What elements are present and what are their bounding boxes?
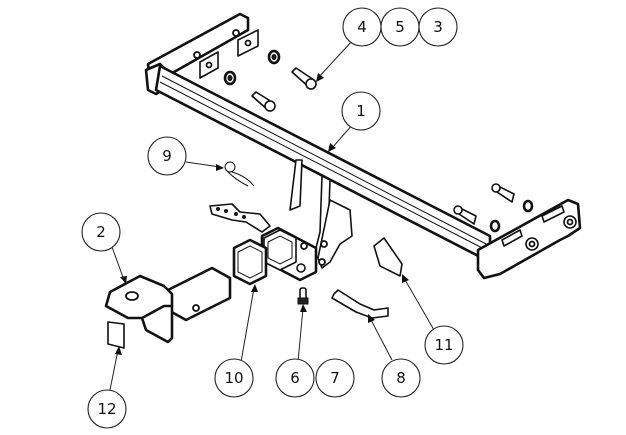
pin-body	[331, 289, 389, 319]
drop-block	[140, 304, 174, 344]
balloon-label: 5	[395, 18, 405, 36]
balloon-1: 1	[341, 91, 381, 131]
label-small	[107, 321, 125, 349]
leader-8	[369, 317, 393, 361]
hitch-pin	[331, 289, 389, 319]
balloon-6: 6	[275, 358, 315, 398]
washer-hole	[271, 54, 277, 60]
balloons: 4 5 3 1 9 2 10 6	[81, 7, 464, 429]
shank	[166, 266, 232, 322]
tube-edge	[161, 75, 491, 247]
arrowhead	[216, 164, 224, 171]
bolt-head	[264, 100, 276, 112]
strap-hole	[242, 215, 246, 219]
washer	[522, 199, 534, 213]
leader-9	[185, 161, 221, 168]
leader-10	[240, 287, 255, 363]
shank-hole	[192, 304, 200, 312]
label-plate	[373, 237, 403, 277]
arrowhead	[316, 73, 324, 82]
arrowhead	[115, 346, 122, 355]
bracket-hole	[193, 51, 201, 59]
leader-lines	[109, 40, 435, 391]
balloon-8: 8	[381, 358, 421, 398]
balloon-label: 11	[434, 336, 453, 354]
nut-hole	[566, 218, 574, 226]
balloon-4: 4	[342, 7, 382, 47]
cover-inner	[237, 245, 263, 279]
r-clip-leg	[227, 171, 249, 187]
balloon-10: 10	[214, 358, 254, 398]
receiver-cover	[232, 238, 268, 286]
bolt-head	[453, 205, 463, 215]
nut-hole	[528, 240, 536, 248]
arrowhead	[300, 304, 307, 312]
balloon-label: 6	[290, 369, 300, 387]
balloon-label: 7	[330, 369, 340, 387]
right-fasteners	[453, 183, 534, 233]
balloon-label: 9	[162, 147, 172, 165]
balloon-label: 8	[396, 369, 406, 387]
r-clip	[224, 161, 255, 187]
side-plate-hole	[320, 240, 328, 248]
balloon-label: 12	[97, 400, 116, 418]
right-tab	[501, 229, 523, 247]
balloon-7: 7	[315, 358, 355, 398]
leader-2	[111, 246, 125, 281]
top-fasteners	[223, 49, 317, 112]
r-clip-leg	[231, 171, 255, 187]
receiver-inner	[267, 235, 293, 265]
leader-4	[317, 40, 353, 79]
leader-6	[297, 307, 304, 363]
arrowhead	[120, 276, 127, 284]
washer	[489, 219, 501, 233]
arrowhead	[328, 143, 336, 152]
arrowhead	[251, 284, 258, 292]
balloon-5: 5	[380, 7, 420, 47]
balloon-11: 11	[424, 325, 464, 365]
r-clip-loop	[224, 161, 236, 173]
washer-hole	[227, 75, 233, 81]
ball-mount	[104, 266, 232, 344]
leader-12	[109, 349, 119, 391]
balloon-label: 10	[224, 369, 243, 387]
bolt-head	[297, 297, 309, 305]
bracket-hole	[232, 29, 240, 37]
arrowhead	[368, 314, 375, 323]
balloon-12: 12	[87, 389, 127, 429]
tab-hole	[244, 39, 252, 47]
balloon-label: 4	[357, 18, 367, 36]
strap-hole	[216, 207, 220, 211]
drop-bracket	[289, 159, 303, 211]
side-plate	[317, 199, 353, 269]
side-plate-hole	[318, 258, 326, 266]
balloon-2: 2	[81, 212, 121, 252]
balloon-label: 1	[356, 102, 366, 120]
strap-hole	[234, 212, 238, 216]
tab-hole	[205, 61, 213, 69]
bolt-head	[305, 78, 317, 90]
balloon-label: 2	[96, 223, 106, 241]
receiver-pin-hole	[300, 242, 308, 250]
balloon-3: 3	[418, 7, 458, 47]
ball-hole	[125, 291, 139, 301]
leader-1	[331, 123, 354, 149]
balloon-label: 3	[433, 18, 443, 36]
crossbar-frame	[144, 12, 582, 282]
right-tab	[541, 205, 565, 223]
arrowhead	[402, 274, 409, 283]
small-bolt	[296, 263, 309, 305]
cover-outer	[232, 238, 268, 286]
bolt-head	[491, 183, 501, 193]
leader-11	[403, 277, 435, 331]
balloon-9: 9	[147, 136, 187, 176]
tube-edge	[159, 81, 491, 253]
strap-hole	[224, 209, 228, 213]
nut	[296, 263, 306, 273]
